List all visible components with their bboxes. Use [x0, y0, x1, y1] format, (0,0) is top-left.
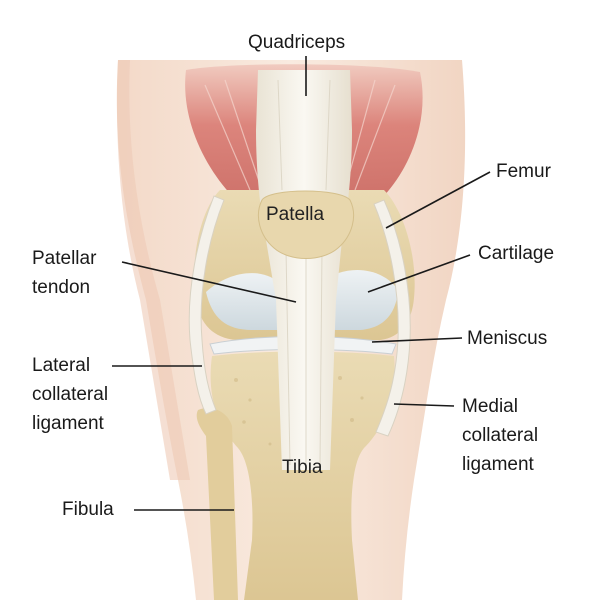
bone-texture: [234, 376, 364, 446]
leader-femur: [385, 171, 491, 229]
label-medial-collateral-ligament-line1: Medial: [462, 396, 518, 417]
label-lateral-collateral-ligament-line2: collateral: [32, 384, 109, 405]
label-femur: Femur: [496, 161, 551, 182]
leader-meniscus: [371, 337, 463, 343]
label-medial-collateral-ligament-line2: collateral: [462, 425, 539, 446]
cartilage-left: [206, 273, 280, 330]
patella-bone: [258, 190, 354, 259]
lateral-collateral-ligament-shape: [188, 195, 225, 415]
label-cartilage: Cartilage: [478, 243, 555, 264]
leader-lines: [112, 56, 491, 511]
leg-skin-shadow: [116, 60, 190, 480]
leader-medial-collateral-ligament: [393, 403, 455, 407]
label-meniscus: Meniscus: [467, 328, 548, 349]
label-patella: Patella: [266, 204, 325, 225]
label-lateral-collateral-ligament-line3: ligament: [32, 413, 104, 434]
leader-cartilage: [367, 254, 471, 293]
tendon-fibers: [277, 79, 331, 466]
fibula-bone: [196, 407, 238, 600]
label-medial-collateral-ligament-line3: ligament: [462, 454, 534, 475]
patellar-tendon-shape: [256, 70, 352, 470]
leader-patellar-tendon: [121, 261, 297, 303]
label-patellar-tendon-line1: Patellar: [32, 248, 97, 269]
tibia-bone: [210, 351, 395, 600]
label-quadriceps: Quadriceps: [248, 32, 346, 53]
label-lateral-collateral-ligament-line1: Lateral: [32, 355, 91, 376]
cartilage-right: [322, 270, 398, 330]
muscle-fibers: [204, 79, 396, 191]
label-fibula: Fibula: [62, 499, 114, 520]
label-patellar-tendon-line2: tendon: [32, 277, 91, 298]
label-tibia: Tibia: [282, 457, 323, 478]
